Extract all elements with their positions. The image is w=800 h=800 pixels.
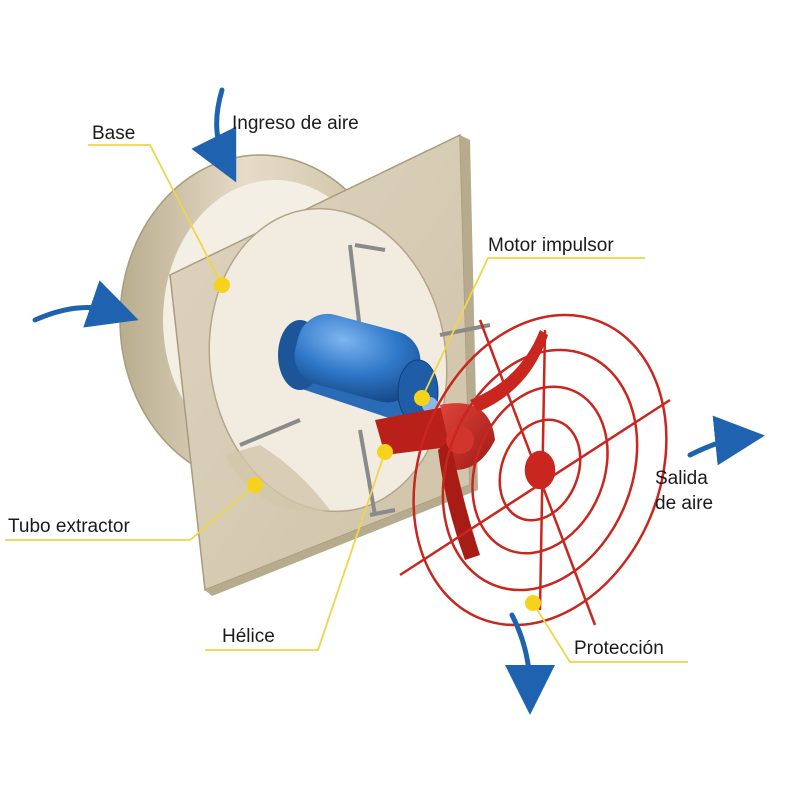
markers: [214, 277, 541, 611]
leader-motor: [421, 257, 645, 399]
protection-guard: [399, 313, 671, 627]
leader-guard: [532, 602, 688, 663]
label-extractor-tube: Tubo extractor: [8, 516, 130, 537]
marker-motor: [414, 390, 430, 406]
label-air-exit: Salida de aire: [655, 466, 713, 516]
marker-propeller: [377, 444, 393, 460]
arrow-exit-right: [687, 415, 765, 466]
label-motor: Motor impulsor: [488, 235, 614, 256]
arrow-intake-left: [32, 280, 139, 328]
label-air-intake: Ingreso de aire: [232, 113, 359, 134]
arrow-exit-down: [504, 612, 555, 715]
label-base: Base: [92, 123, 136, 144]
marker-tube: [247, 477, 263, 493]
marker-base: [214, 277, 230, 293]
leader-lines: [5, 144, 688, 663]
label-air-exit-line2: de aire: [655, 493, 714, 514]
label-guard: Protección: [574, 638, 664, 659]
label-air-exit-line1: Salida: [655, 468, 708, 489]
arrow-intake-top: [191, 87, 237, 183]
marker-guard: [525, 595, 541, 611]
leader-propeller: [205, 451, 386, 651]
motor: [278, 313, 439, 425]
airflow-arrows: [32, 87, 765, 715]
label-propeller: Hélice: [222, 626, 275, 647]
leader-tube: [5, 484, 256, 541]
leader-base: [88, 144, 223, 286]
